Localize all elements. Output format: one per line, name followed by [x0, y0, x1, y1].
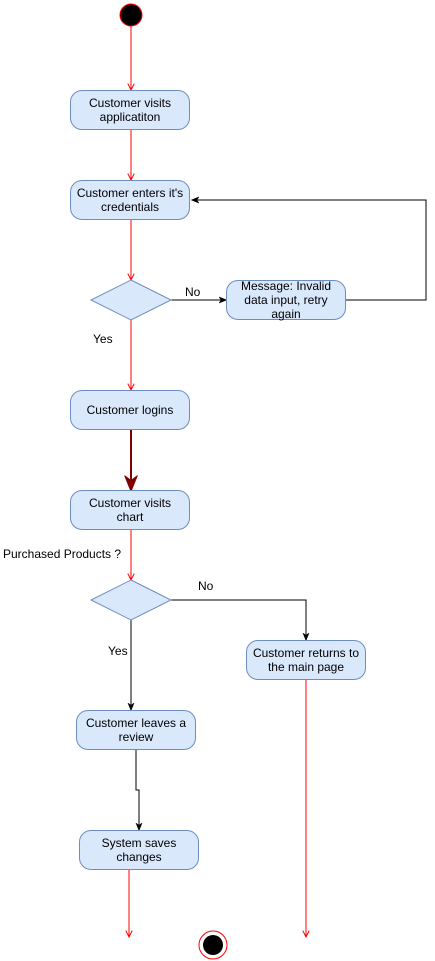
node-return-main-page: Customer returns to the main page: [246, 640, 366, 680]
node-enter-credentials: Customer enters it's credentials: [70, 180, 190, 220]
label-purchased-yes: Yes: [108, 644, 128, 658]
edge-message-to-credentials: [192, 200, 427, 301]
edge-decision-to-return: [171, 599, 306, 640]
node-leave-review: Customer leaves a review: [76, 710, 196, 750]
node-save-changes: System saves changes: [79, 830, 199, 870]
final-node: [203, 935, 223, 955]
edge-review-to-save: [136, 750, 139, 830]
label-purchased-no: No: [198, 579, 214, 593]
node-login: Customer logins: [70, 390, 190, 430]
node-visit-application: Customer visits applicatiton: [70, 90, 190, 130]
label-credentials-yes: Yes: [93, 332, 113, 346]
label-purchased-question: Purchased Products ?: [3, 547, 122, 561]
node-invalid-message: Message: Invalid data input, retry again: [226, 279, 346, 321]
purchase-decision: [89, 579, 173, 621]
label-credentials-no: No: [185, 285, 201, 299]
node-visit-chart: Customer visits chart: [70, 490, 190, 530]
initial-node: [119, 3, 143, 27]
credentials-decision: [89, 279, 173, 321]
